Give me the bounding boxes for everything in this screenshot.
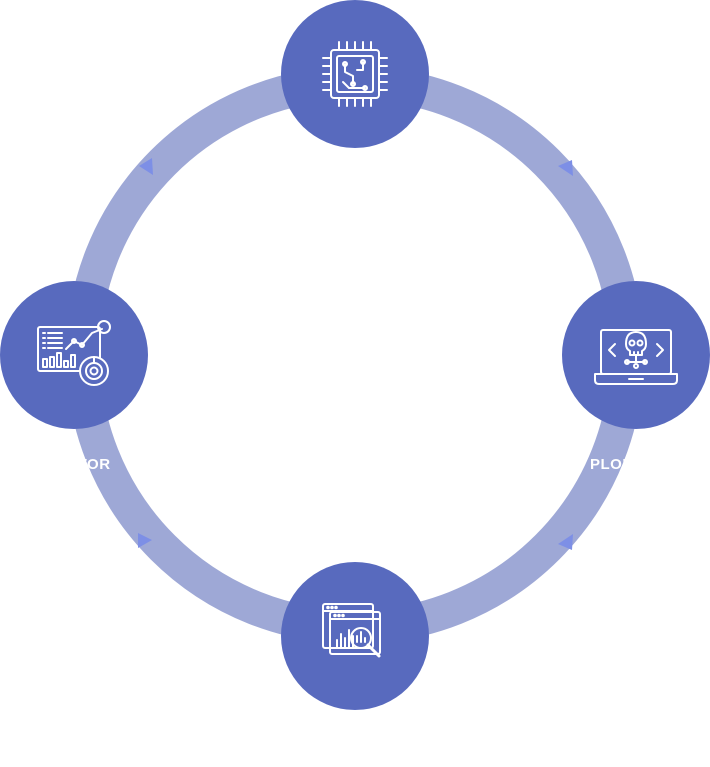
ring-track <box>66 66 644 644</box>
node-cpu <box>281 0 429 148</box>
step-label-left: ITOR <box>73 456 111 473</box>
node-analyze <box>281 562 429 710</box>
cpu-chip-icon <box>322 41 388 107</box>
browser-chart-magnifier-icon <box>322 603 381 658</box>
node-monitor <box>0 281 148 429</box>
dashboard-analytics-icon <box>37 320 111 386</box>
arrow-top-left <box>139 158 153 175</box>
arrow-bottom-right <box>558 534 573 550</box>
step-label-right: PLOI <box>590 456 628 473</box>
arrow-top-right <box>558 160 573 176</box>
arrow-bottom-left <box>138 533 152 548</box>
node-exploit <box>562 281 710 429</box>
laptop-skull-code-icon <box>594 329 678 385</box>
